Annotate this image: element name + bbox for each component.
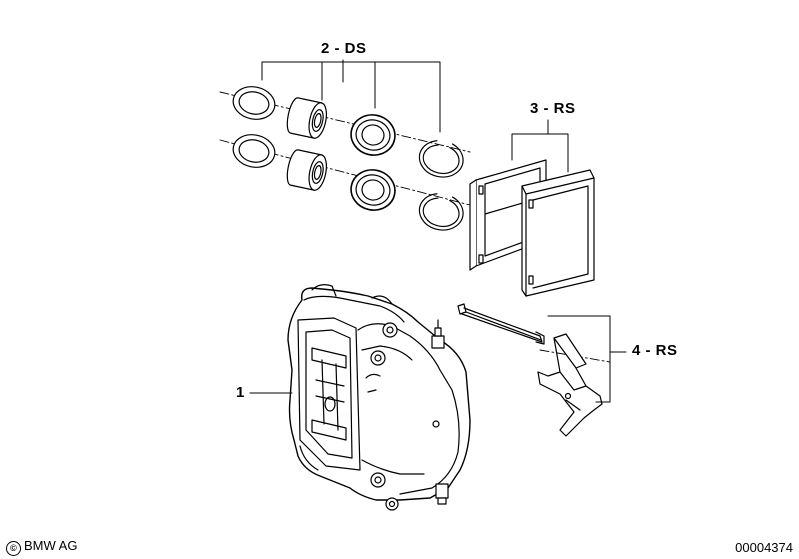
brake-pads (469, 159, 595, 297)
guide-pin (457, 303, 545, 345)
spring-clip (537, 333, 603, 437)
brake-pad-front (521, 169, 595, 297)
copyright-notice: ©BMW AG (6, 538, 77, 556)
caliper-fitting-bottom (435, 483, 449, 505)
callout-brake-pads: 3 - RS (530, 100, 576, 117)
callout-piston-seal-kit: 2 - DS (321, 40, 367, 57)
copyright-icon: © (6, 541, 21, 556)
diagram-number: 00004374 (735, 540, 793, 555)
brand-name: BMW AG (24, 538, 78, 553)
upper-seal-kit (232, 86, 464, 178)
lower-seal-kit (232, 134, 464, 231)
callout-fitting-kit: 4 - RS (632, 342, 678, 359)
leader-lines-2 (261, 59, 441, 133)
caliper-bolts (370, 322, 440, 511)
seal-ring-lower (232, 134, 276, 168)
retaining-ring-lower (418, 193, 464, 231)
dust-boot-upper (350, 114, 396, 156)
piston-lower (286, 149, 328, 191)
leader-lines-4 (547, 315, 627, 403)
retaining-ring-upper (418, 140, 464, 178)
piston-upper (286, 97, 328, 139)
brake-caliper (287, 284, 471, 511)
dust-boot-lower (350, 169, 396, 211)
callout-caliper: 1 (236, 384, 245, 401)
leader-lines-3 (511, 119, 569, 173)
bleed-nipple (431, 319, 445, 349)
fitting-kit (457, 303, 603, 437)
seal-ring-upper (232, 86, 276, 120)
